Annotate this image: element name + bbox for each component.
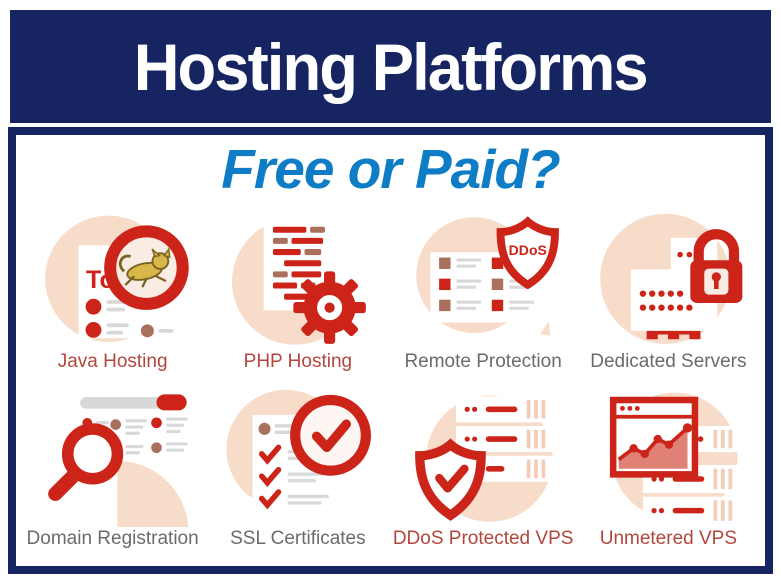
card-ssl-certificates: SSL Certificates <box>205 379 390 550</box>
label-unmetered-vps: Unmetered VPS <box>599 528 738 549</box>
shield-server-icon <box>415 395 553 522</box>
label-domain-registration: Domain Registration <box>26 528 199 549</box>
padlock-icon <box>690 229 743 303</box>
server-dots <box>640 290 693 311</box>
label-ssl-certificates: SSL Certificates <box>230 528 366 549</box>
check-rows <box>258 444 282 510</box>
result-rows <box>82 417 188 455</box>
server-lock-icon <box>600 213 743 344</box>
magnifier-icon <box>47 423 123 501</box>
chart-server-icon <box>610 392 740 525</box>
code-lines <box>272 226 325 300</box>
icon-grid: Ton <box>16 200 765 550</box>
gear-icon <box>293 271 366 344</box>
label-php-hosting: PHP Hosting <box>243 351 353 372</box>
certificate-check-icon <box>226 389 371 516</box>
card-dedicated-servers: Dedicated Servers <box>576 202 761 373</box>
content-box: Free or Paid? Ton <box>8 127 773 574</box>
browser-chart-window <box>610 396 699 478</box>
card-domain-registration: Domain Registration <box>20 379 205 550</box>
domain-search-icon <box>47 394 188 527</box>
card-unmetered-vps: Unmetered VPS <box>576 379 761 550</box>
ddos-shield-icon: DDoS <box>416 216 560 336</box>
php-code-gear-icon <box>231 217 366 345</box>
card-remote-protection: DDoS Remote Protection <box>391 202 576 373</box>
subtitle: Free or Paid? <box>221 138 560 200</box>
tomcat-java-icon: Ton <box>44 215 189 342</box>
title-banner: Hosting Platforms <box>10 10 771 123</box>
card-php-hosting: PHP Hosting <box>205 202 390 373</box>
label-dedicated-servers: Dedicated Servers <box>590 351 747 372</box>
page-title: Hosting Platforms <box>133 29 649 104</box>
card-ddos-protected-vps: DDoS Protected VPS <box>391 379 576 550</box>
label-remote-protection: Remote Protection <box>404 351 562 372</box>
tomcat-cat <box>118 247 171 288</box>
card-java-hosting: Ton <box>20 202 205 373</box>
label-java-hosting: Java Hosting <box>57 351 168 372</box>
ddos-badge-text: DDoS <box>509 242 547 258</box>
check-shield-icon <box>415 438 486 521</box>
label-ddos-protected-vps: DDoS Protected VPS <box>392 528 574 549</box>
